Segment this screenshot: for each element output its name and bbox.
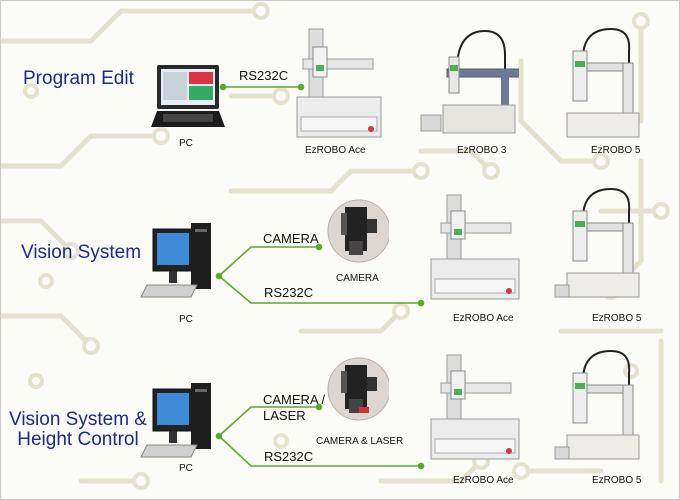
laptop-icon xyxy=(151,65,225,127)
camera-icon xyxy=(327,357,389,421)
desktop-pc-icon xyxy=(140,223,211,298)
robot-icon xyxy=(420,29,519,134)
robot-label-ezrobo-ace: EzROBO Ace xyxy=(453,475,514,486)
robot-label-ezrobo-3: EzROBO 3 xyxy=(457,145,507,156)
pc-label: PC xyxy=(179,138,193,149)
pc-label: PC xyxy=(179,463,193,474)
camera-laser-label: CAMERA & LASER xyxy=(316,436,404,447)
robot-label-ezrobo-ace: EzROBO Ace xyxy=(305,145,366,156)
section-title-program-edit: Program Edit xyxy=(23,68,134,89)
pc-label: PC xyxy=(179,314,193,325)
robot-icon xyxy=(296,28,382,138)
section-title-line1: Vision System & xyxy=(9,409,147,430)
camera-icon xyxy=(327,199,389,263)
section-title-vision-height: Vision System & Height Control xyxy=(9,410,147,450)
robot-label-ezrobo-5: EzROBO 5 xyxy=(592,475,642,486)
section-title-line2: Height Control xyxy=(17,429,139,450)
connection-label-rs232c: RS232C xyxy=(264,285,314,300)
robot-label-ezrobo-5: EzROBO 5 xyxy=(591,145,641,156)
connection-label-rs232c: RS232C xyxy=(264,449,314,464)
robot-label-ezrobo-ace: EzROBO Ace xyxy=(453,313,514,324)
connection-label-camera-laser: CAMERA / xyxy=(263,392,326,407)
robot-icon xyxy=(430,354,520,460)
section-title-vision-system: Vision System xyxy=(21,242,142,263)
camera-label: CAMERA xyxy=(336,273,379,284)
robot-icon xyxy=(554,349,640,460)
desktop-pc-icon xyxy=(140,383,211,458)
connection-label-laser: LASER xyxy=(263,408,306,423)
robot-icon xyxy=(430,194,520,300)
robot-label-ezrobo-5: EzROBO 5 xyxy=(592,313,642,324)
connection-label-rs232c: RS232C xyxy=(239,68,289,83)
connection-label-camera: CAMERA xyxy=(263,231,319,246)
robot-icon xyxy=(554,187,640,298)
robot-icon xyxy=(566,27,640,138)
